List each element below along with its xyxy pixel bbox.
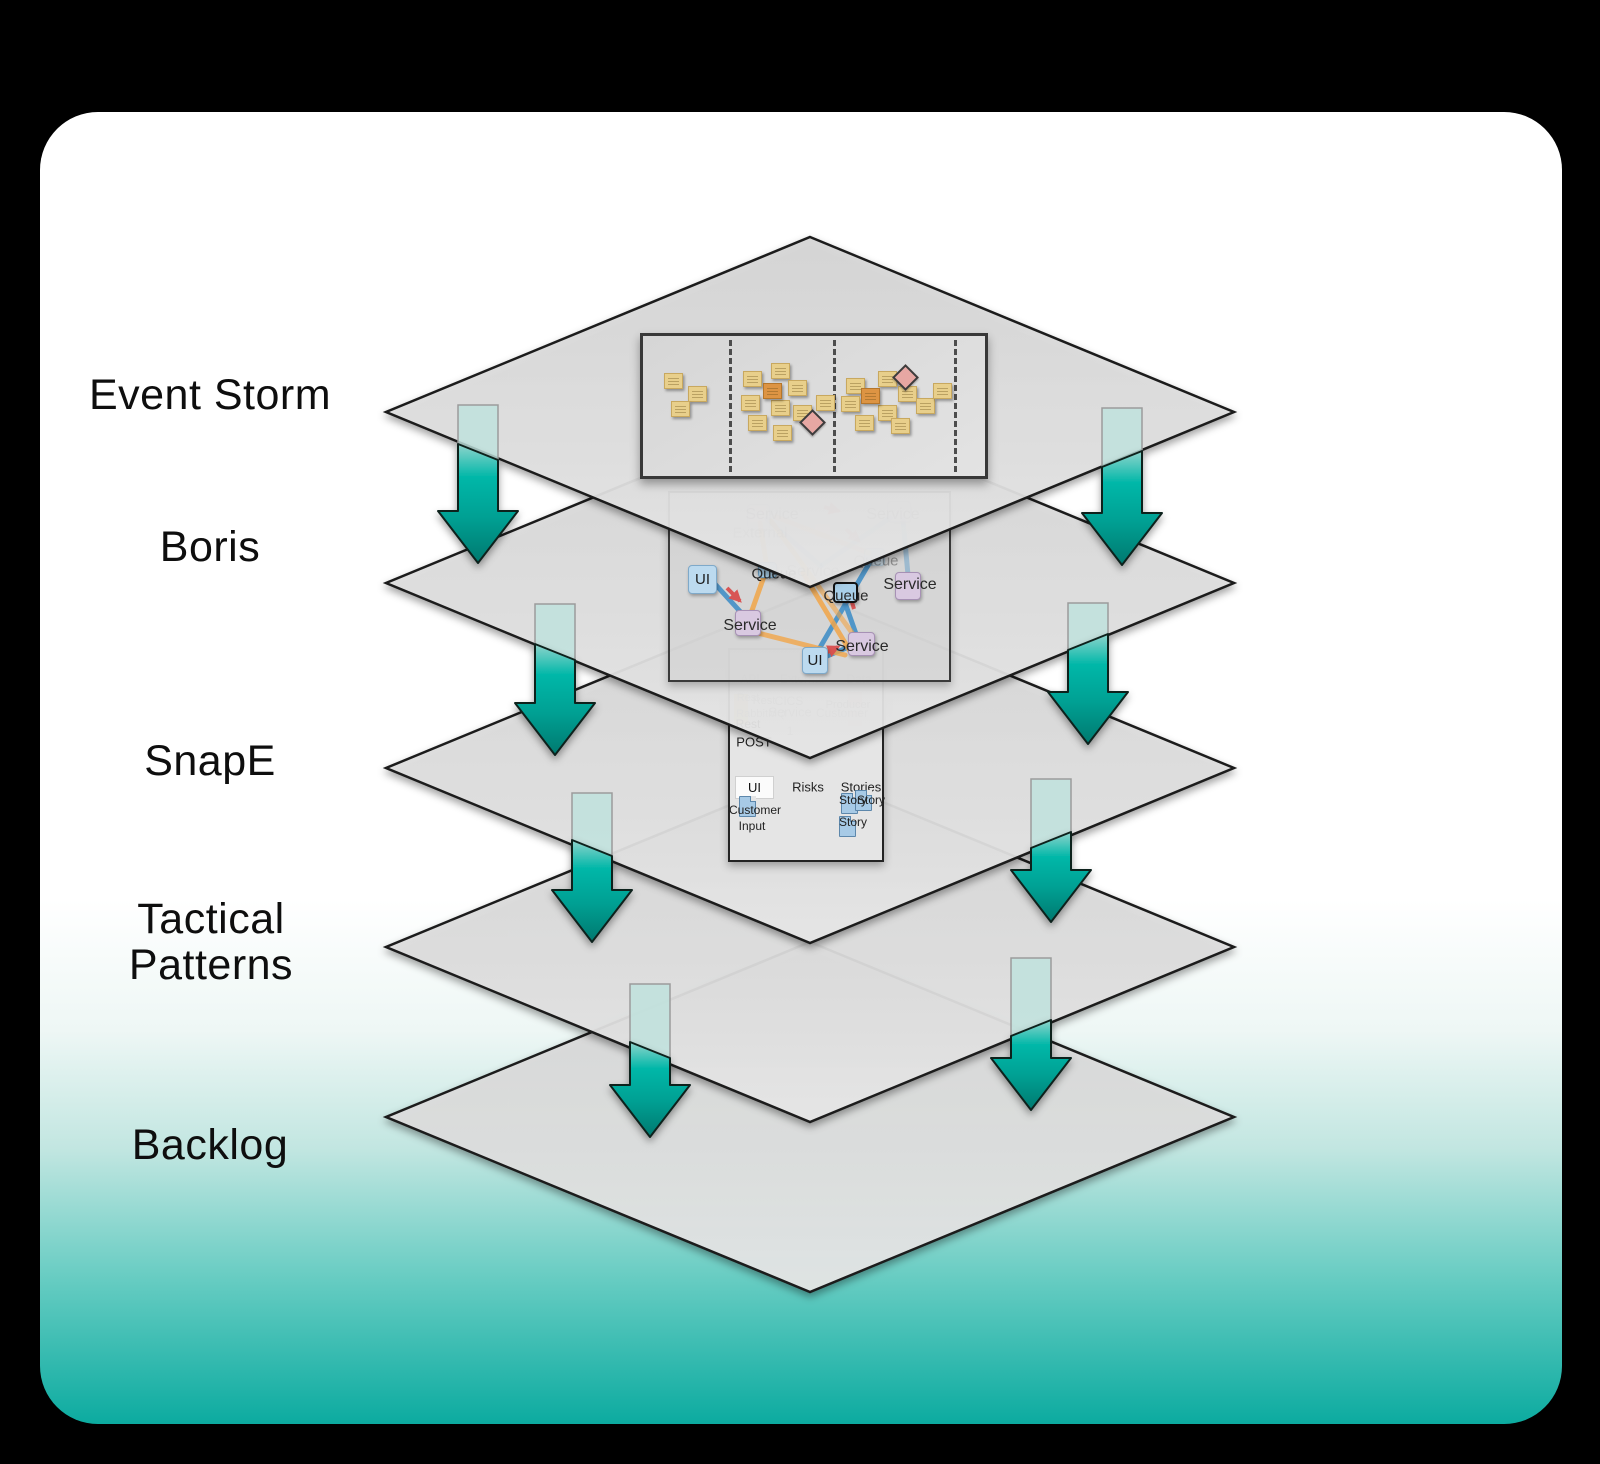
sticky-note-yellow xyxy=(688,386,707,402)
flow-arrow-body xyxy=(1081,450,1163,566)
event-storm-board xyxy=(640,333,988,479)
flow-arrow-body xyxy=(609,1041,691,1138)
boris-node-label: Service xyxy=(883,576,937,593)
flow-arrow-shaft-pale xyxy=(1010,957,1052,1041)
flow-arrow-body xyxy=(437,443,519,564)
customer-input-label: Input xyxy=(738,819,766,833)
boris-node-label: Service xyxy=(866,506,920,523)
flow-arrow-body xyxy=(1047,633,1129,745)
flow-arrow-body xyxy=(551,839,633,943)
customer-input-label: Customer xyxy=(728,803,782,817)
sticky-note-orange xyxy=(861,388,880,404)
layer-label-snape: SnapE xyxy=(144,737,276,785)
sticky-note-yellow xyxy=(773,425,792,441)
snape-column-header: Risks xyxy=(792,779,824,795)
sticky-note-yellow xyxy=(671,401,690,417)
layer-label-backlog: Backlog xyxy=(131,1121,289,1169)
sticky-note-yellow xyxy=(741,395,760,411)
snape-ghost-text: Service xyxy=(768,704,812,720)
sticky-note-yellow xyxy=(743,371,762,387)
sticky-note-yellow xyxy=(916,398,935,414)
flow-arrow-right-1 xyxy=(1081,407,1163,566)
sticky-note-yellow xyxy=(841,396,860,412)
boris-node-label: Service xyxy=(723,617,777,634)
flow-arrow-shaft-pale xyxy=(1067,602,1109,655)
flow-arrow-left-2 xyxy=(514,603,596,756)
boris-node-ui: UI xyxy=(802,647,828,674)
story-label: Story xyxy=(856,793,886,807)
flow-arrow-shaft-pale xyxy=(457,404,499,465)
sticky-note-yellow xyxy=(748,415,767,431)
boris-edge-blue xyxy=(900,517,911,578)
snape-method-text: Rest xyxy=(735,717,761,731)
sticky-note-yellow xyxy=(664,373,683,389)
snape-method-text: POST xyxy=(736,734,772,750)
boris-node-label: Service xyxy=(835,638,889,655)
boris-node-label: Queue xyxy=(751,565,797,583)
board-divider xyxy=(729,340,732,472)
flow-arrow-shaft-pale xyxy=(629,983,671,1063)
flow-arrow-left-1 xyxy=(437,404,519,564)
sticky-note-yellow xyxy=(771,400,790,416)
boris-node-label: Queue xyxy=(853,552,899,570)
snape-ghost-text: 1 xyxy=(786,724,794,738)
flow-arrow-right-4 xyxy=(990,957,1072,1111)
flow-arrow-body xyxy=(990,1019,1072,1111)
flow-arrow-shaft-pale xyxy=(571,792,613,861)
boris-red-arrow xyxy=(823,502,842,515)
sticky-note-yellow xyxy=(933,383,952,399)
sticky-note-yellow xyxy=(771,363,790,379)
snape-ghost-text: Producer xyxy=(825,699,871,711)
sticky-note-yellow xyxy=(855,415,874,431)
sticky-note-yellow xyxy=(891,418,910,434)
sticky-note-yellow xyxy=(816,395,835,411)
layer-label-tactical-patterns: Tactical Patterns xyxy=(128,895,294,989)
layer-label-boris: Boris xyxy=(159,523,261,571)
flow-arrow-left-3 xyxy=(551,792,633,943)
layer-label-event-storm: Event Storm xyxy=(88,371,332,419)
flow-arrow-shaft-pale xyxy=(1101,407,1143,472)
flow-arrow-body xyxy=(1010,831,1092,923)
board-divider xyxy=(954,340,957,472)
boris-node-label: Service xyxy=(745,506,799,523)
boris-red-arrow xyxy=(844,527,861,543)
flow-arrow-right-3 xyxy=(1010,778,1092,923)
story-label: Story xyxy=(838,815,868,829)
flow-arrow-body xyxy=(514,643,596,756)
sticky-note-yellow xyxy=(788,380,807,396)
flow-arrow-left-4 xyxy=(609,983,691,1138)
sticky-note-orange xyxy=(763,383,782,399)
layer-diamond-backlog xyxy=(382,940,1238,1294)
flow-arrow-shaft-pale xyxy=(534,603,576,665)
boris-node-ui: UI xyxy=(688,565,717,594)
flow-arrow-right-2 xyxy=(1047,602,1129,745)
boris-node-label: External xyxy=(732,524,788,542)
flow-arrow-shaft-pale xyxy=(1030,778,1072,853)
boris-node-label: Queue xyxy=(823,587,869,605)
